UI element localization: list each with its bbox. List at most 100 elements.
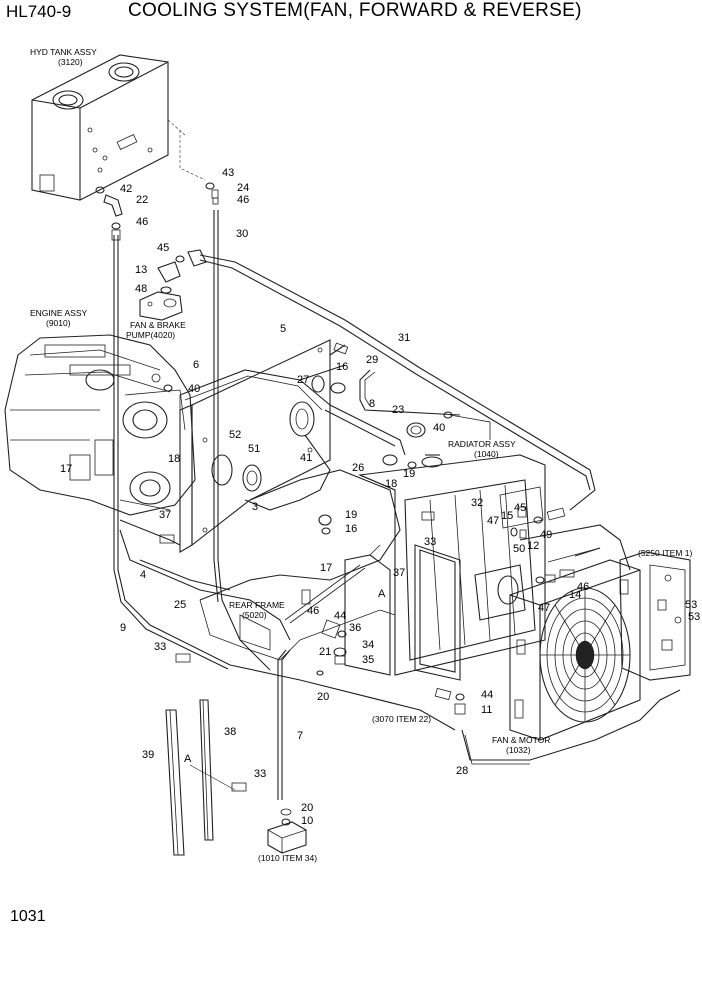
callout-47: 47 (487, 515, 499, 527)
callout-19: 19 (403, 468, 415, 480)
callout-3: 3 (252, 501, 258, 513)
callout-10: 10 (301, 815, 313, 827)
callout-11: 11 (481, 704, 492, 716)
callout-40: 40 (188, 383, 200, 395)
callout-25: 25 (174, 599, 186, 611)
label-hyd-tank-1: HYD TANK ASSY (30, 47, 97, 57)
callout-33: 33 (424, 536, 436, 548)
label-fan-motor-1: FAN & MOTOR (492, 735, 550, 745)
callout-18: 18 (168, 453, 180, 465)
fittings (95, 182, 575, 826)
callout-44: 44 (334, 610, 346, 622)
block-1010 (267, 808, 307, 854)
callout-47: 47 (538, 602, 550, 614)
callout-36: 36 (349, 622, 361, 634)
callout-5: 5 (280, 323, 286, 335)
callout-12: 12 (527, 540, 539, 552)
strips-38-39 (165, 699, 236, 856)
label-radiator-1: RADIATOR ASSY (448, 439, 516, 449)
callout-22: 22 (136, 194, 148, 206)
fan-brake-pump-drawing (139, 291, 183, 321)
callout-51: 51 (248, 443, 260, 455)
callout-37: 37 (159, 509, 171, 521)
rear-frame-drawing (119, 339, 401, 676)
callout-16: 16 (336, 361, 348, 373)
callout-18: 18 (385, 478, 397, 490)
callout-31: 31 (398, 332, 410, 344)
hyd-tank-drawing (31, 54, 169, 201)
label-radiator-2: (1040) (474, 449, 499, 459)
label-fan-motor-2: (1032) (506, 745, 531, 755)
callout-49: 49 (540, 529, 552, 541)
callout-41: 41 (300, 452, 312, 464)
callout-13: 13 (135, 264, 147, 276)
callout-32: 32 (471, 497, 483, 509)
callout-23: 23 (392, 404, 404, 416)
callout-26: 26 (352, 462, 364, 474)
callout-33: 33 (254, 768, 266, 780)
callout-38: 38 (224, 726, 236, 738)
callout-48: 48 (135, 283, 147, 295)
callout-52: 52 (229, 429, 241, 441)
assembly-labels: HYD TANK ASSY (3120) ENGINE ASSY (9010) … (30, 47, 692, 863)
section-marks: AA (184, 588, 386, 765)
callout-46: 46 (307, 605, 319, 617)
callout-35: 35 (362, 654, 374, 666)
callout-17: 17 (60, 463, 72, 475)
callout-39: 39 (142, 749, 154, 761)
callout-34: 34 (362, 639, 374, 651)
callout-20: 20 (317, 691, 329, 703)
callout-15: 15 (501, 510, 513, 522)
callout-45: 45 (514, 502, 526, 514)
callout-42: 42 (120, 183, 132, 195)
fan-motor-drawing (509, 559, 641, 741)
callout-8: 8 (369, 398, 375, 410)
callout-24: 24 (237, 182, 249, 194)
section-mark-a: A (378, 588, 386, 600)
callout-14: 14 (569, 589, 581, 601)
callout-16: 16 (345, 523, 357, 535)
callout-4: 4 (140, 569, 146, 581)
callout-7: 7 (297, 730, 303, 742)
label-pump-2: PUMP(4020) (126, 330, 175, 340)
callout-44: 44 (481, 689, 493, 701)
model-number: HL740-9 (6, 2, 72, 21)
label-rear-frame-2: (5020) (242, 610, 267, 620)
callout-28: 28 (456, 765, 468, 777)
callout-50: 50 (513, 543, 525, 555)
label-rear-frame-1: REAR FRAME (229, 600, 285, 610)
callout-46: 46 (577, 581, 589, 593)
radiator-drawing (357, 414, 546, 681)
engine-drawing (4, 334, 196, 516)
callout-20: 20 (301, 802, 313, 814)
label-pump-1: FAN & BRAKE (130, 320, 186, 330)
page-title: COOLING SYSTEM(FAN, FORWARD & REVERSE) (128, 0, 582, 21)
callout-43: 43 (222, 167, 234, 179)
callout-40: 40 (433, 422, 445, 434)
callout-53: 53 (688, 611, 700, 623)
callout-27: 27 (297, 374, 309, 386)
callout-19: 19 (345, 509, 357, 521)
callout-37: 37 (393, 567, 405, 579)
callout-29: 29 (366, 354, 378, 366)
callout-46: 46 (136, 216, 148, 228)
callout-45: 45 (157, 242, 169, 254)
callout-33: 33 (154, 641, 166, 653)
label-3070: (3070 ITEM 22) (372, 714, 431, 724)
label-5250: (5250 ITEM 1) (638, 548, 692, 558)
label-hyd-tank-2: (3120) (58, 57, 83, 67)
callout-53: 53 (685, 599, 697, 611)
callout-9: 9 (120, 622, 126, 634)
label-1010: (1010 ITEM 34) (258, 853, 317, 863)
callout-30: 30 (236, 228, 248, 240)
page-number: 1031 (10, 908, 46, 925)
label-engine-2: (9010) (46, 318, 71, 328)
callout-21: 21 (319, 646, 331, 658)
callout-6: 6 (193, 359, 199, 371)
label-engine-1: ENGINE ASSY (30, 308, 87, 318)
bracket-5250-drawing (619, 551, 691, 681)
hoses (113, 210, 681, 800)
callout-17: 17 (320, 562, 332, 574)
